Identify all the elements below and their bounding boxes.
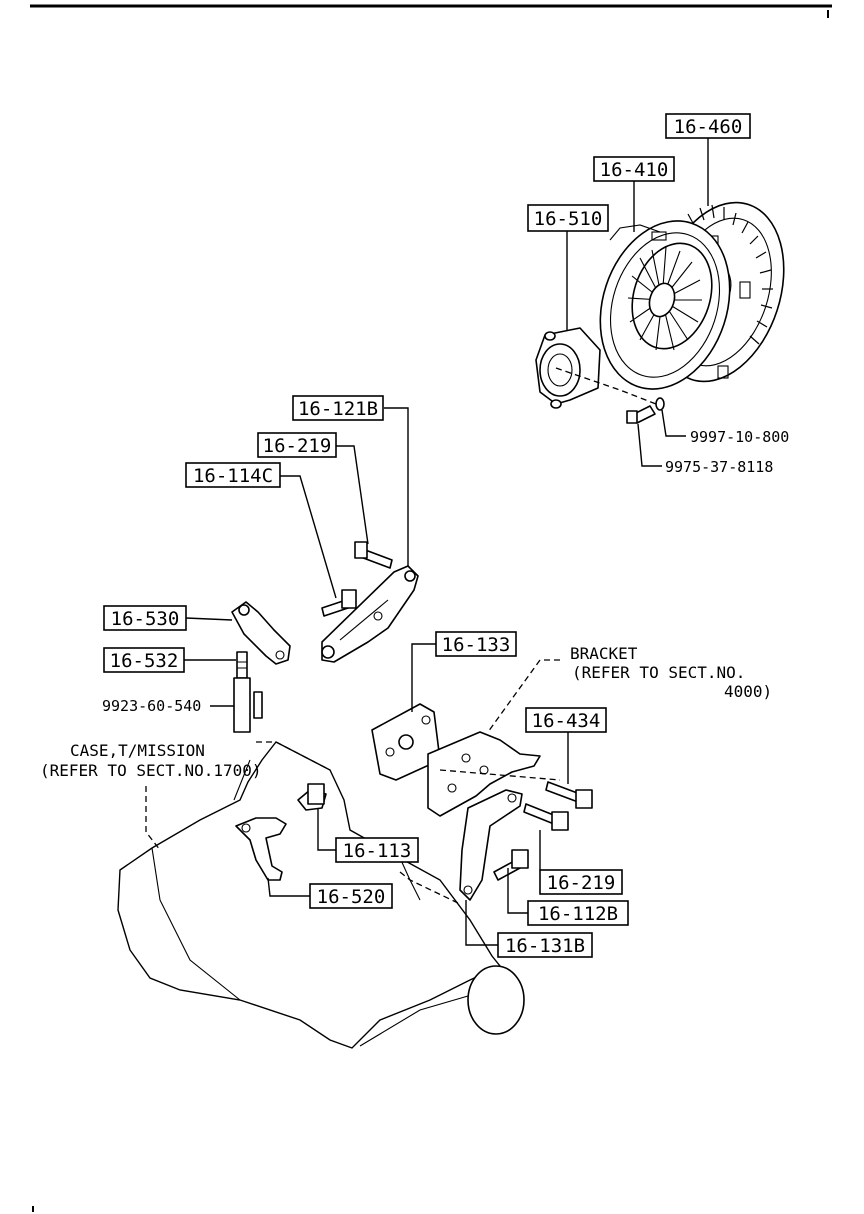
bracket-note-line1: BRACKET bbox=[570, 644, 638, 663]
callout-16-520: 16-520 bbox=[309, 883, 393, 909]
callout-16-114C: 16-114C bbox=[185, 462, 281, 488]
callout-16-460: 16-460 bbox=[665, 113, 751, 139]
release-bearing bbox=[535, 327, 601, 409]
callout-16-510: 16-510 bbox=[527, 204, 609, 232]
callout-16-219-top: 16-219 bbox=[257, 432, 337, 458]
callout-label: 16-133 bbox=[442, 634, 511, 656]
callout-16-113: 16-113 bbox=[335, 837, 419, 863]
clutch-cover bbox=[599, 220, 731, 390]
callout-label: 16-112B bbox=[538, 903, 618, 925]
bracket-bolts bbox=[493, 781, 593, 881]
callout-16-121B: 16-121B bbox=[292, 395, 384, 421]
callout-label: 16-460 bbox=[674, 116, 743, 138]
callout-label: 16-219 bbox=[547, 872, 616, 894]
leader-lines bbox=[184, 136, 709, 946]
part-number-washer: 9997-10-800 bbox=[690, 428, 789, 446]
bracket-plate bbox=[371, 703, 441, 781]
cover-bolt bbox=[626, 397, 665, 424]
fork-bolts bbox=[321, 541, 393, 617]
stud-bolt bbox=[297, 783, 327, 811]
callout-16-131B: 16-131B bbox=[497, 932, 593, 958]
part-number-bolt: 9975-37-8118 bbox=[665, 458, 773, 476]
callout-label: 16-410 bbox=[600, 159, 669, 181]
mount-bracket bbox=[459, 789, 523, 901]
callout-label: 16-114C bbox=[193, 465, 273, 487]
callout-16-112B: 16-112B bbox=[527, 900, 629, 926]
inner-lever bbox=[235, 817, 287, 881]
callout-label: 16-530 bbox=[111, 608, 180, 630]
callout-label: 16-520 bbox=[317, 886, 386, 908]
part-number-pin: 9923-60-540 bbox=[102, 697, 201, 715]
callout-16-530: 16-530 bbox=[103, 605, 187, 631]
callout-label: 16-131B bbox=[505, 935, 585, 957]
callout-label: 16-121B bbox=[298, 398, 378, 420]
callout-16-219-bottom: 16-219 bbox=[539, 869, 623, 895]
release-fork bbox=[321, 565, 419, 663]
callout-label: 16-434 bbox=[532, 710, 601, 732]
bracket-note-line2: (REFER TO SECT.NO. bbox=[572, 663, 745, 682]
release-shaft bbox=[233, 651, 263, 733]
callout-16-434: 16-434 bbox=[525, 707, 607, 733]
callout-label: 16-113 bbox=[343, 840, 412, 862]
transmission-case bbox=[117, 741, 525, 1049]
release-lever bbox=[231, 601, 291, 665]
callout-label: 16-532 bbox=[110, 650, 179, 672]
callout-16-410: 16-410 bbox=[593, 156, 675, 182]
callout-16-532: 16-532 bbox=[103, 647, 185, 673]
bracket-note-line3: 4000) bbox=[724, 682, 772, 701]
dashed-guides bbox=[145, 367, 657, 905]
callout-label: 16-510 bbox=[534, 208, 603, 230]
callout-16-133: 16-133 bbox=[435, 631, 517, 657]
case-note-line2: (REFER TO SECT.NO.1700) bbox=[40, 761, 262, 780]
case-note-line1: CASE,T/MISSION bbox=[70, 741, 205, 760]
callout-label: 16-219 bbox=[263, 435, 332, 457]
